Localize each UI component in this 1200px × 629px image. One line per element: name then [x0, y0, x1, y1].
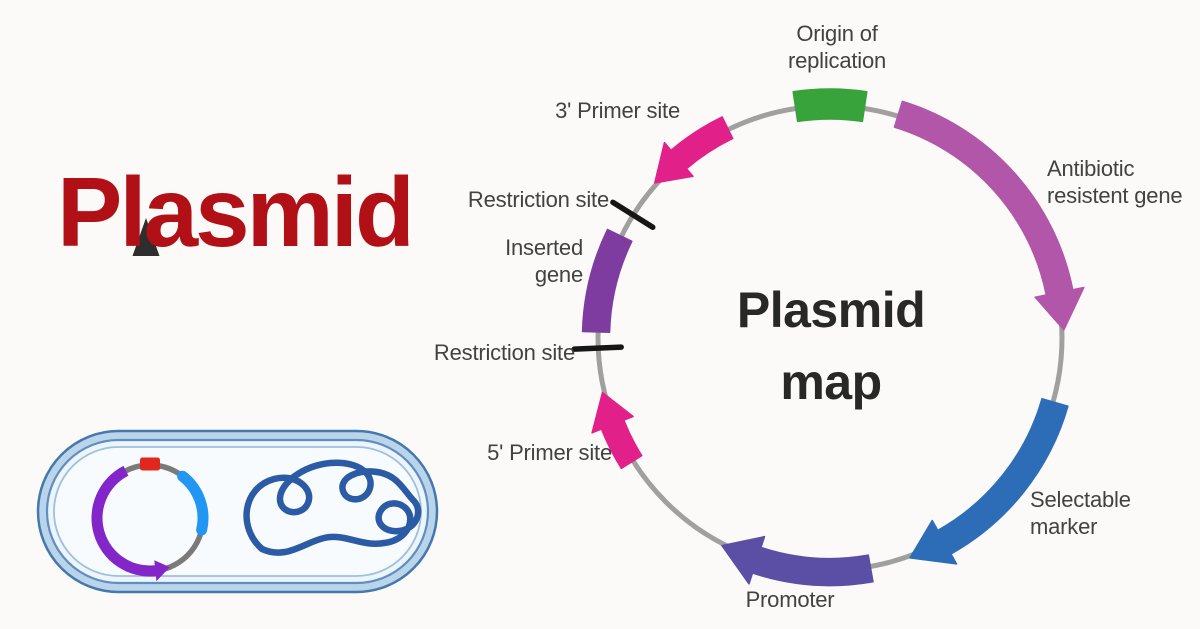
- map-title-line1: Plasmid: [736, 282, 926, 338]
- label-line: resistent gene: [1047, 183, 1183, 208]
- label-line: gene: [534, 262, 583, 287]
- label-line: Inserted: [505, 235, 583, 260]
- restriction-site-upper: [610, 199, 656, 230]
- five-prime-primer-site: [591, 391, 643, 470]
- mini-plasmid-blue-gene: [177, 470, 209, 536]
- label-promoter: Promoter: [745, 587, 835, 612]
- selectable-marker: [909, 398, 1069, 565]
- inserted-gene: [581, 228, 633, 333]
- label-restriction-site-lower: Restriction site: [433, 340, 575, 365]
- label-line: Selectable: [1030, 487, 1131, 512]
- mini-plasmid-purple-gene: [91, 465, 170, 582]
- page-title: Plasmid: [57, 156, 415, 267]
- map-title: Plasmid map: [704, 274, 958, 418]
- pointer-arrow-head: [132, 218, 160, 256]
- label-selectable-marker: Selectable marker: [1030, 486, 1200, 540]
- label-origin-of-replication: Origin of replication: [756, 20, 918, 74]
- label-5-prime-primer-site: 5' Primer site: [487, 440, 612, 465]
- label-inserted-gene: Inserted gene: [421, 234, 583, 288]
- three-prime-primer-site: [653, 116, 734, 184]
- label-3-prime-primer-site: 3' Primer site: [555, 98, 680, 123]
- antibiotic-resistent-gene: [893, 100, 1085, 331]
- label-line: Origin of: [796, 21, 878, 46]
- restriction-site-lower: [571, 344, 624, 352]
- label-line: replication: [787, 48, 887, 73]
- promoter: [721, 535, 874, 587]
- origin-of-replication: [792, 88, 868, 123]
- label-restriction-site-upper: Restriction site: [467, 187, 609, 212]
- label-line: Antibiotic: [1047, 156, 1135, 181]
- mini-plasmid-origin-mark: [140, 457, 160, 471]
- chromosomal-dna: [243, 459, 422, 556]
- map-title-line2: map: [780, 354, 882, 410]
- label-antibiotic-resistent-gene: Antibiotic resistent gene: [1047, 155, 1200, 209]
- label-line: marker: [1030, 514, 1098, 539]
